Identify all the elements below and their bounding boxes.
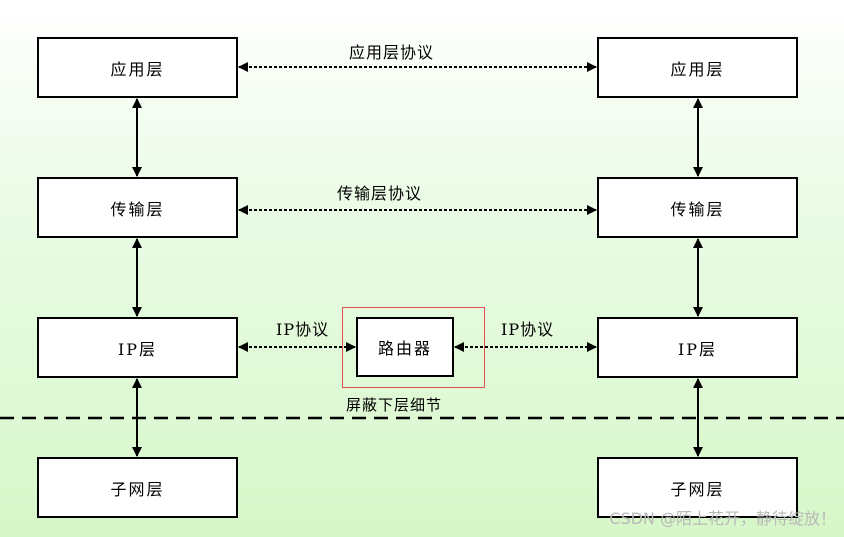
- left-subnet-layer: 子网层: [37, 457, 238, 518]
- right-transport-layer: 传输层: [597, 177, 798, 238]
- left-application-layer: 应用层: [37, 37, 238, 98]
- left-ip-layer: IP层: [37, 317, 238, 378]
- boundary-label: 屏蔽下层细节: [346, 396, 443, 414]
- watermark-text: CSDN @陌上花开，静待绽放！: [609, 509, 836, 528]
- right-application-layer: 应用层: [597, 37, 798, 98]
- application-protocol-label: 应用层协议: [349, 43, 435, 62]
- right-subnet-layer: 子网层: [597, 457, 798, 518]
- ip-protocol-right-label: IP协议: [501, 320, 555, 339]
- transport-protocol-label: 传输层协议: [337, 184, 423, 203]
- ip-protocol-left-label: IP协议: [276, 320, 330, 339]
- router-box: 路由器: [356, 317, 454, 377]
- right-ip-layer: IP层: [597, 317, 798, 378]
- left-transport-layer: 传输层: [37, 177, 238, 238]
- router-highlight-frame: [342, 307, 485, 388]
